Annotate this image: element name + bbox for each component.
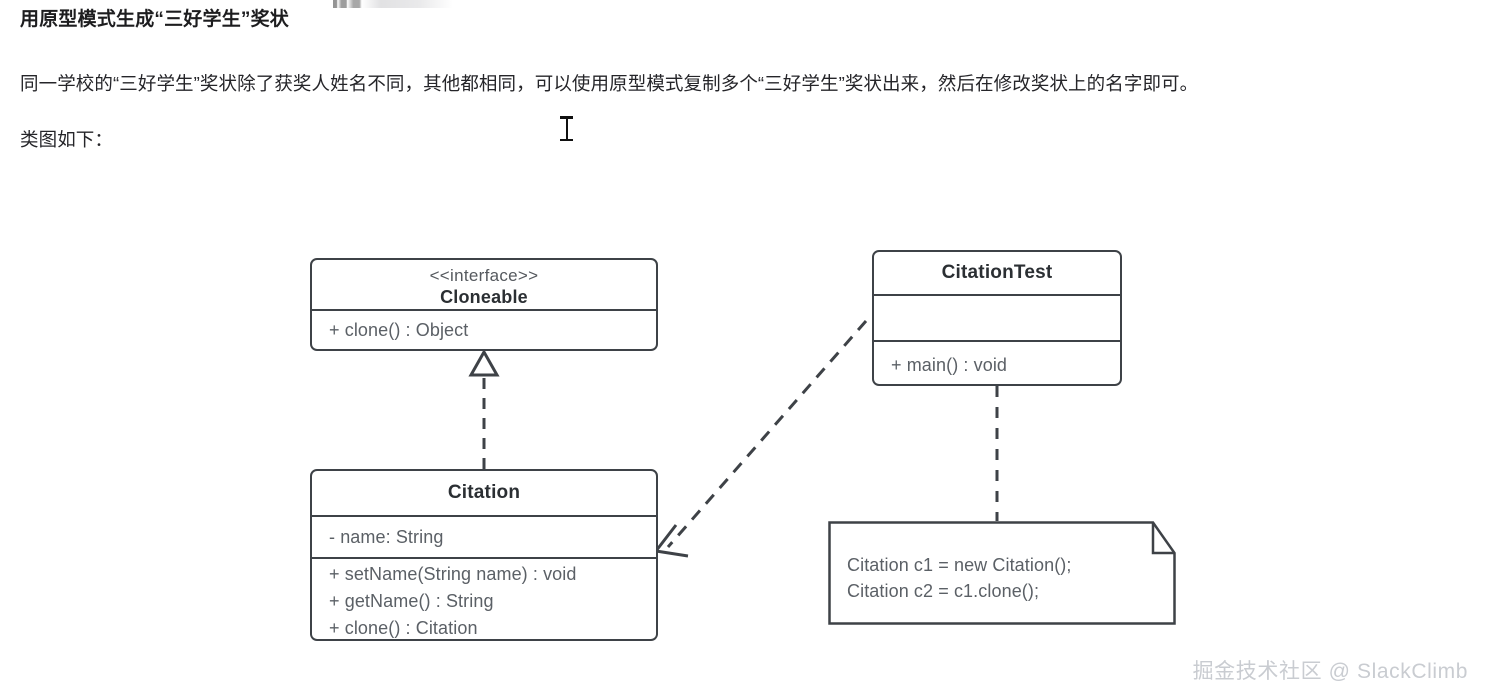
article-paragraph: 同一学校的“三好学生”奖状除了获奖人姓名不同，其他都相同，可以使用原型模式复制多… — [20, 73, 1199, 94]
operation-row: + setName(String name) : void — [329, 563, 577, 584]
class-header: <<interface>> Cloneable — [312, 260, 656, 311]
class-header: CitationTest — [874, 252, 1120, 296]
realization-connector-citation-cloneable — [468, 348, 500, 469]
operation-row: + getName() : String — [329, 590, 494, 611]
operation-row: + main() : void — [891, 354, 1008, 375]
article-body: 用原型模式生成“三好学生”奖状 同一学校的“三好学生”奖状除了获奖人姓名不同，其… — [20, 6, 1470, 160]
diagram-caption: 类图如下： — [20, 129, 114, 150]
class-header: Citation — [312, 471, 656, 517]
page-title: 用原型模式生成“三好学生”奖状 — [20, 9, 290, 30]
class-operations: + setName(String name) : void + getName(… — [312, 559, 656, 643]
class-operations: + clone() : Object — [312, 311, 656, 350]
class-operations: + main() : void — [874, 342, 1120, 388]
note-line: Citation c2 = c1.clone(); — [847, 581, 1040, 601]
text-cursor-icon — [560, 116, 573, 141]
note-text: Citation c1 = new Citation(); Citation c… — [847, 552, 1072, 604]
note-line: Citation c1 = new Citation(); — [847, 555, 1072, 575]
watermark: 掘金技术社区 @ SlackClimb — [1192, 660, 1468, 683]
class-attributes — [874, 296, 1120, 342]
operation-row: + clone() : Citation — [329, 617, 478, 638]
class-attributes: - name: String — [312, 517, 656, 559]
class-stereotype: <<interface>> — [429, 265, 539, 285]
cropped-top-artifact — [333, 0, 453, 8]
uml-class-citationtest[interactable]: CitationTest + main() : void — [872, 250, 1122, 386]
operation-row: + clone() : Object — [329, 320, 469, 340]
class-name: Citation — [447, 482, 521, 503]
note-shape-icon — [828, 521, 1176, 625]
attribute-row: - name: String — [329, 526, 444, 547]
uml-class-citation[interactable]: Citation - name: String + setName(String… — [310, 469, 658, 641]
class-name: CitationTest — [941, 262, 1053, 283]
uml-class-cloneable[interactable]: <<interface>> Cloneable + clone() : Obje… — [310, 258, 658, 351]
uml-note-code[interactable]: Citation c1 = new Citation(); Citation c… — [828, 521, 1176, 625]
class-name: Cloneable — [440, 286, 528, 307]
